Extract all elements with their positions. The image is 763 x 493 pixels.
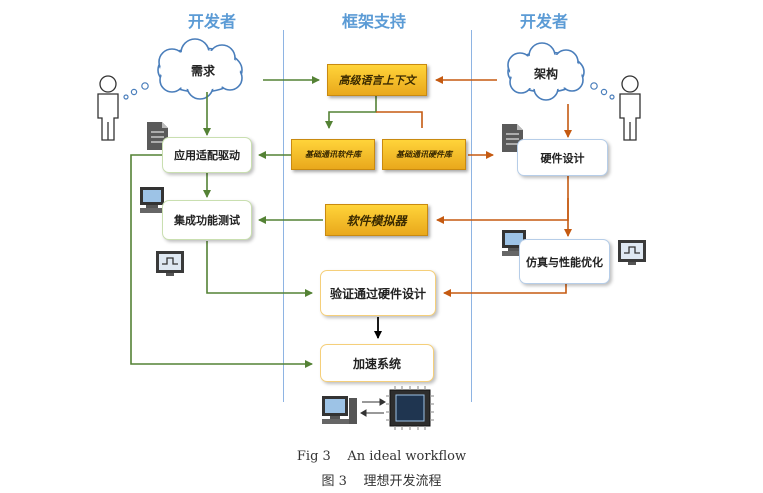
person-icon-left bbox=[97, 75, 119, 141]
architecture-label: 架构 bbox=[534, 67, 559, 81]
figure-caption-zh: 图 3 理想开发流程 bbox=[321, 474, 442, 489]
person-icon-right bbox=[619, 75, 641, 141]
figure-caption-en: Fig 3 An ideal workflow bbox=[296, 449, 467, 464]
high-level-language-context-box: 高级语言上下文 bbox=[327, 64, 427, 96]
software-simulator-box: 软件模拟器 bbox=[325, 204, 428, 236]
divider-right bbox=[471, 30, 472, 402]
computer-icon-bottom bbox=[322, 396, 357, 424]
green-connectors bbox=[130, 76, 377, 368]
thought-bubble-fill-requirement bbox=[160, 50, 240, 90]
integration-function-test-box: 集成功能测试 bbox=[162, 200, 252, 240]
base-comm-hardware-library-box: 基础通讯硬件库 bbox=[382, 139, 466, 170]
thought-bubble-trail-right bbox=[590, 82, 615, 100]
framework-support-header: 框架支持 bbox=[342, 12, 407, 31]
acceleration-system-box: 加速系统 bbox=[320, 344, 434, 382]
verified-hardware-design-box: 验证通过硬件设计 bbox=[320, 270, 436, 316]
base-comm-software-library-box: 基础通讯软件库 bbox=[291, 139, 375, 170]
monitor-icon-right bbox=[618, 240, 646, 265]
thought-bubble-trail-left bbox=[123, 82, 149, 100]
simulation-performance-optimization-box: 仿真与性能优化 bbox=[519, 239, 610, 284]
monitor-icon-left bbox=[156, 251, 184, 276]
developer-header-left: 开发者 bbox=[188, 12, 237, 31]
hardware-design-box: 硬件设计 bbox=[517, 139, 608, 176]
computer-icon-left bbox=[140, 187, 166, 213]
requirement-label: 需求 bbox=[191, 64, 216, 78]
thought-bubble-fill-architecture bbox=[510, 54, 582, 90]
chip-icon bbox=[386, 386, 434, 430]
bidirectional-arrows bbox=[360, 398, 386, 417]
app-adapter-driver-box: 应用适配驱动 bbox=[162, 137, 252, 173]
developer-header-right: 开发者 bbox=[520, 12, 569, 31]
divider-left bbox=[283, 30, 284, 402]
orange-connectors bbox=[376, 76, 572, 297]
